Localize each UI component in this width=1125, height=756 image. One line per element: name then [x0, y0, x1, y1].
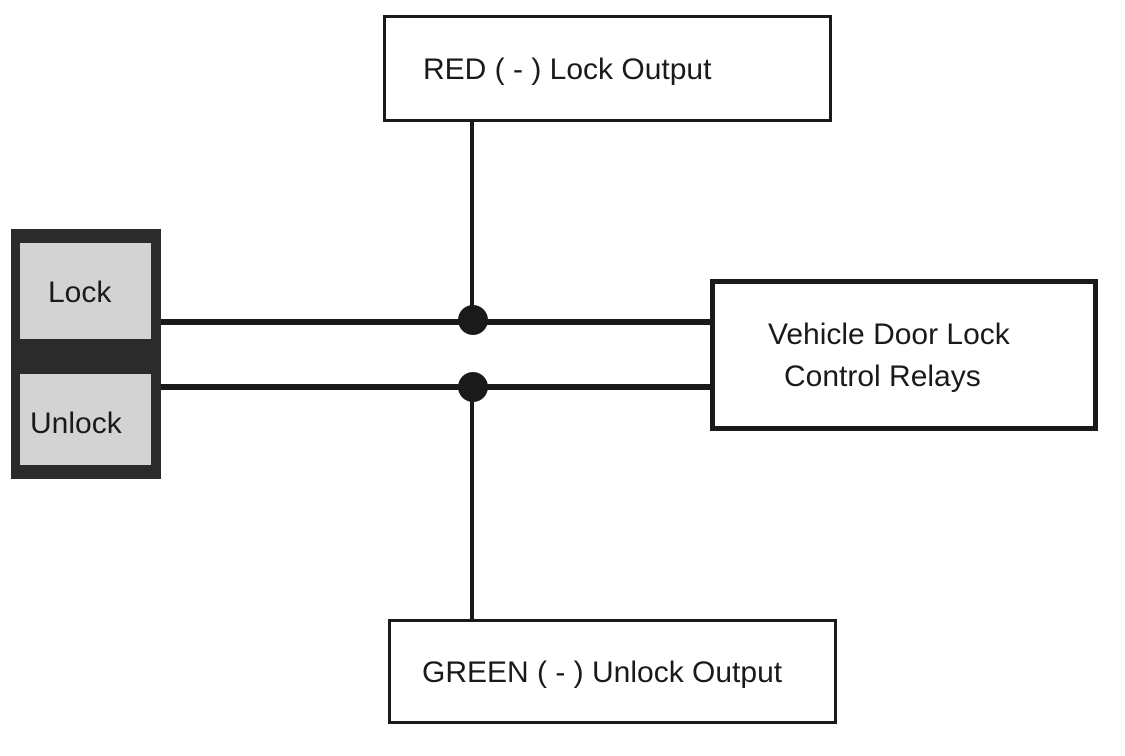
relays-label-line2: Control Relays — [784, 360, 981, 393]
red-lock-output-label: RED ( - ) Lock Output — [423, 53, 712, 86]
door-lock-relays-box: Vehicle Door Lock Control Relays — [710, 279, 1098, 431]
unlock-key: Unlock — [20, 374, 151, 465]
green-unlock-output-label: GREEN ( - ) Unlock Output — [422, 656, 783, 689]
green-unlock-output-box: GREEN ( - ) Unlock Output — [388, 619, 837, 724]
relays-label-line1: Vehicle Door Lock — [768, 318, 1010, 351]
unlock-junction-dot — [458, 372, 488, 402]
lock-key-label: Lock — [48, 276, 112, 309]
unlock-key-label: Unlock — [30, 407, 122, 440]
lock-switch-panel: Lock Unlock — [11, 229, 161, 479]
red-lock-output-box: RED ( - ) Lock Output — [383, 15, 832, 122]
lock-junction-dot — [458, 305, 488, 335]
lock-key: Lock — [20, 243, 151, 339]
